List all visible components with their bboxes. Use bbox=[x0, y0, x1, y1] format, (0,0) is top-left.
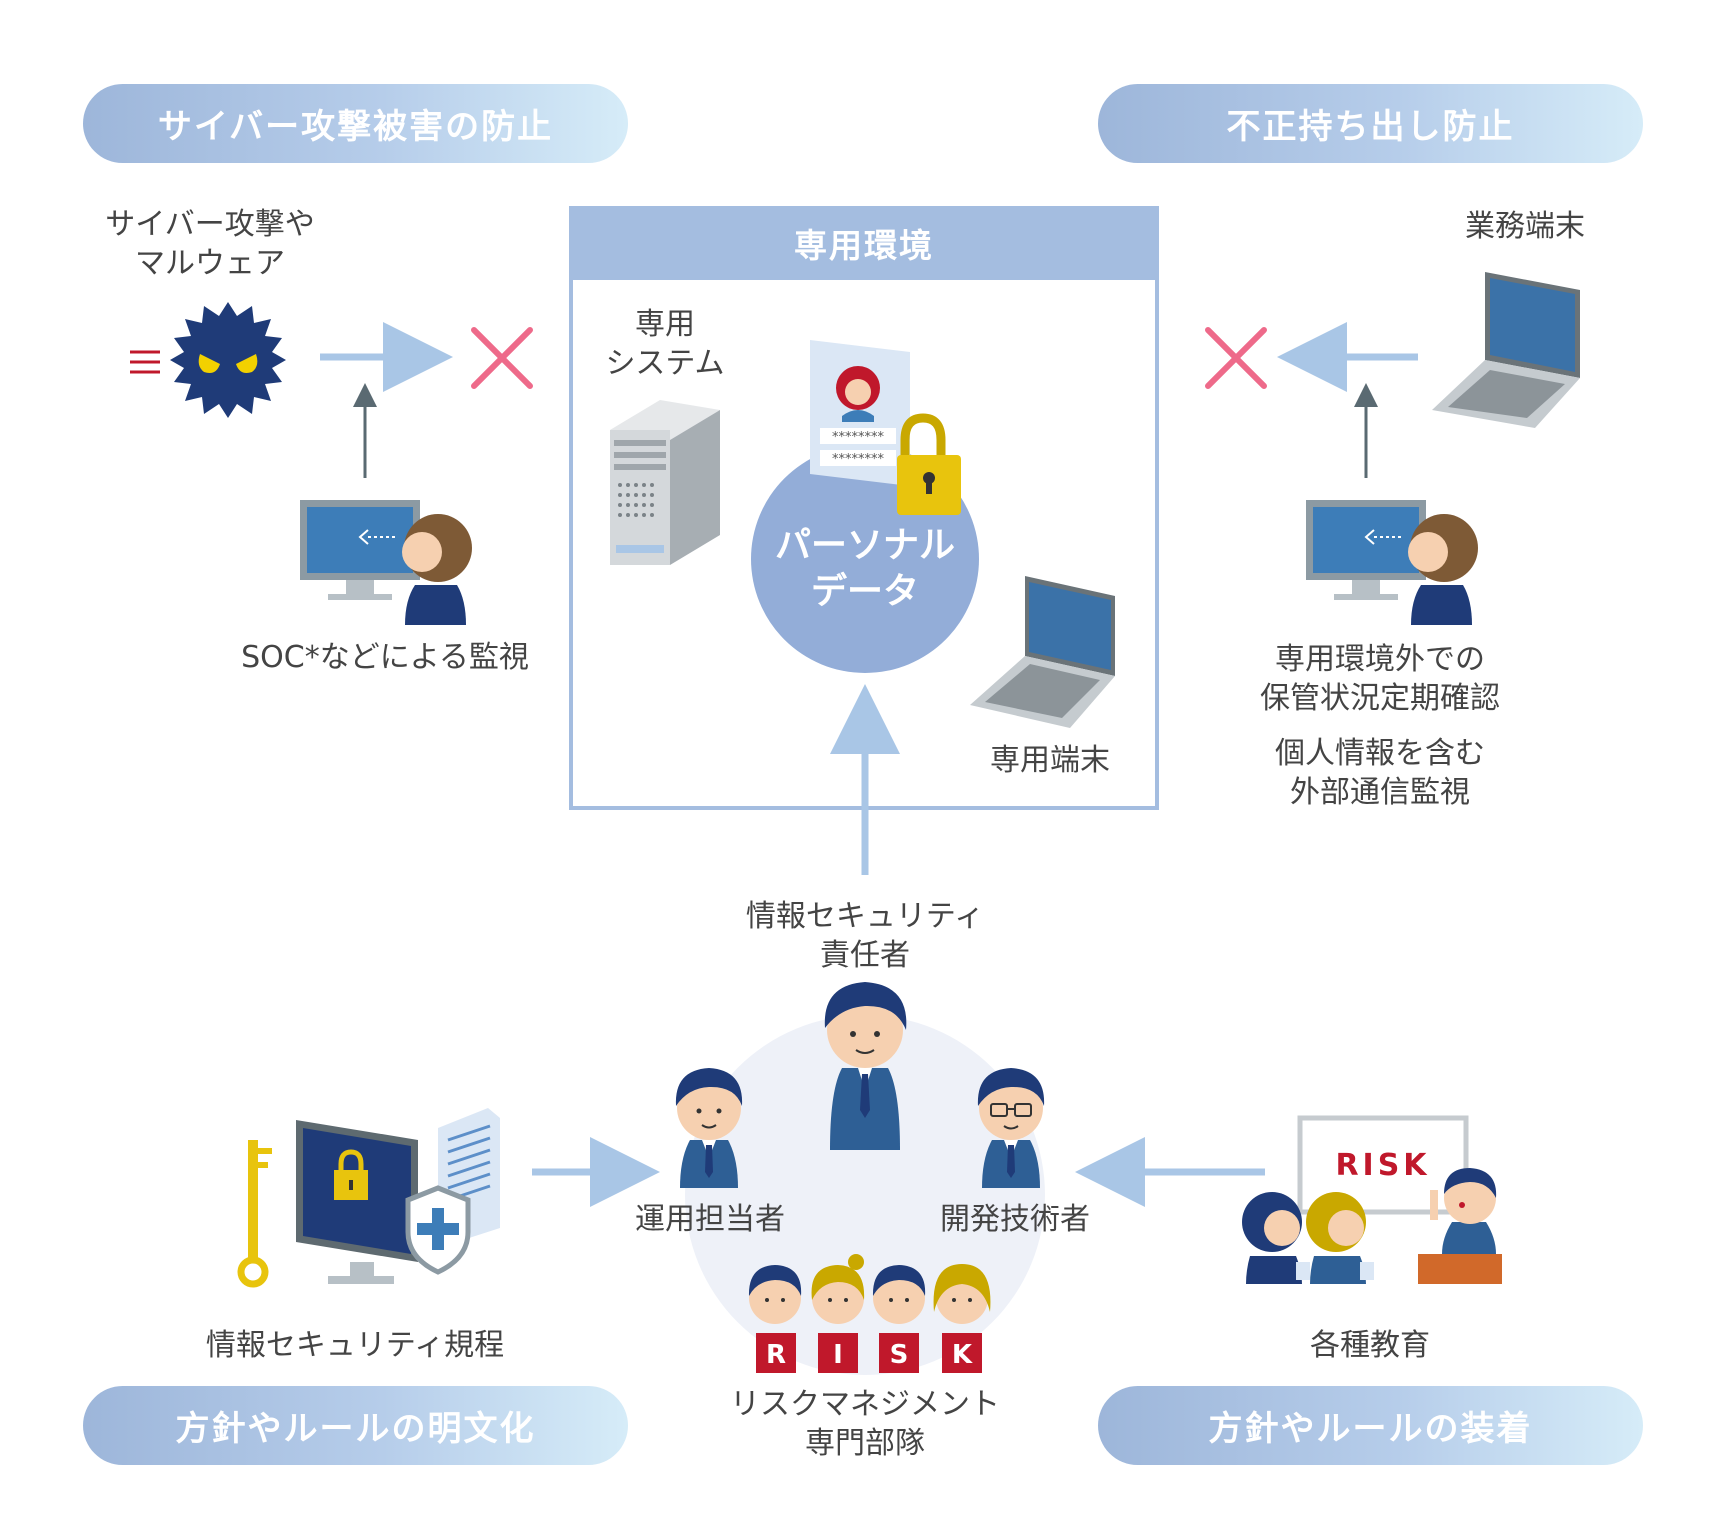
threat-label: サイバー攻撃や マルウェア bbox=[105, 207, 315, 281]
risk-member-avatar bbox=[933, 1264, 991, 1324]
risk-letter: S bbox=[890, 1340, 909, 1370]
risk-member-avatar bbox=[748, 1265, 802, 1324]
motion-lines-icon bbox=[130, 350, 160, 374]
risk-card: K bbox=[942, 1333, 982, 1373]
section-cyber-prevention: サイバー攻撃被害の防止 bbox=[83, 84, 628, 163]
cross-icon bbox=[1205, 327, 1267, 389]
student-avatar bbox=[1306, 1192, 1374, 1284]
cross-icon bbox=[471, 327, 533, 389]
laptop-icon bbox=[970, 576, 1115, 728]
id-card-icon: ******** ******** bbox=[810, 340, 910, 486]
personal-data-label: パーソナル データ bbox=[774, 525, 955, 612]
shield-icon bbox=[405, 1185, 471, 1275]
section-leak-prevention: 不正持ち出し防止 bbox=[1098, 84, 1643, 163]
risk-letter: R bbox=[766, 1340, 786, 1370]
monitor-person-icon bbox=[300, 500, 472, 625]
risk-card: R bbox=[756, 1333, 796, 1373]
developer-avatar bbox=[977, 1068, 1045, 1188]
leader-avatar bbox=[824, 982, 907, 1150]
risk-member-avatar bbox=[872, 1265, 926, 1324]
key-icon bbox=[237, 1140, 272, 1288]
virus-icon bbox=[170, 302, 286, 418]
monitor-label: SOC*などによる監視 bbox=[241, 640, 529, 675]
system-label: 専用 システム bbox=[605, 307, 725, 381]
risk-card: S bbox=[879, 1333, 919, 1373]
business-laptop-icon bbox=[1432, 272, 1580, 428]
risk-member-avatar bbox=[811, 1254, 865, 1324]
monitor-person-icon bbox=[1306, 500, 1478, 625]
communication-monitor-label: 個人情報を含む 外部通信監視 bbox=[1275, 736, 1485, 810]
rules-label: 情報セキュリティ規程 bbox=[205, 1328, 505, 1363]
student-avatar bbox=[1242, 1192, 1310, 1284]
risk-card: I bbox=[818, 1333, 858, 1373]
secure-monitor-icon bbox=[296, 1120, 418, 1284]
operator-label: 運用担当者 bbox=[635, 1202, 785, 1237]
storage-check-label: 専用環境外での 保管状況定期確認 bbox=[1260, 642, 1500, 716]
business-terminal-label: 業務端末 bbox=[1465, 209, 1585, 244]
operator-avatar bbox=[675, 1068, 743, 1188]
board-text: RISK bbox=[1335, 1148, 1430, 1183]
section-policy-documentation: 方針やルールの明文化 bbox=[83, 1386, 628, 1465]
presenter-avatar bbox=[1418, 1168, 1502, 1284]
password-mask: ******** bbox=[832, 452, 885, 467]
section-policy-adoption: 方針やルールの装着 bbox=[1098, 1386, 1643, 1465]
server-icon bbox=[610, 400, 720, 565]
risk-letter: K bbox=[952, 1340, 973, 1370]
dedicated-environment-title: 専用環境 bbox=[569, 206, 1159, 280]
leader-label: 情報セキュリティ 責任者 bbox=[745, 899, 985, 973]
education-label: 各種教育 bbox=[1310, 1328, 1430, 1363]
risk-team-label: リスクマネジメント 専門部隊 bbox=[730, 1387, 1000, 1461]
terminal-label: 専用端末 bbox=[990, 743, 1110, 778]
password-mask: ******** bbox=[832, 430, 885, 445]
lock-icon bbox=[897, 413, 961, 515]
developer-label: 開発技術者 bbox=[940, 1202, 1090, 1237]
risk-letter: I bbox=[833, 1340, 843, 1370]
